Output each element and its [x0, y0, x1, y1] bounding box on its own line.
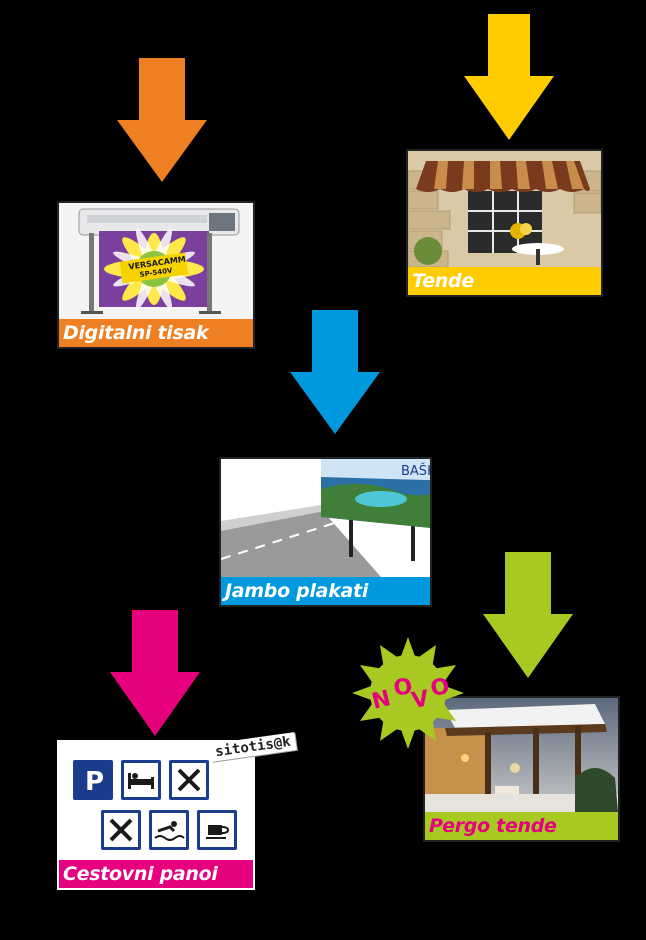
card-cestovni-panoi[interactable]: P Cestovni panoi — [57, 740, 255, 890]
sign-bed — [121, 760, 161, 800]
card-label: Tende — [408, 267, 601, 295]
green-arrow — [483, 552, 573, 678]
magenta-arrow — [110, 610, 200, 736]
billboard-image: BAŠKA — [221, 459, 430, 577]
bed-icon — [128, 773, 154, 789]
sign-coffee — [197, 810, 237, 850]
svg-text:P: P — [85, 767, 104, 797]
novo-letter-1: N — [369, 686, 393, 715]
card-jambo-plakati[interactable]: BAŠKA Jambo plakati — [219, 457, 432, 607]
sign-parking: P — [73, 760, 113, 800]
billboard-text: BAŠKA — [401, 463, 430, 479]
coffee-icon — [206, 825, 230, 839]
novo-letter-2: O — [392, 674, 415, 702]
novo-letter-3: V — [410, 686, 431, 714]
orange-arrow — [117, 58, 207, 182]
restaurant-icon — [109, 818, 133, 842]
card-label: Digitalni tisak — [59, 319, 253, 347]
yellow-arrow — [464, 14, 554, 140]
card-pergo-tende[interactable]: Pergo tende — [423, 696, 620, 842]
card-label: Cestovni panoi — [59, 860, 253, 888]
sign-restaurant — [169, 760, 209, 800]
card-label: Pergo tende — [425, 812, 618, 840]
novo-badge: N O V O — [352, 637, 464, 749]
novo-letter-4: O — [429, 674, 452, 702]
printer-image: VERSACAMM SP-540V — [59, 203, 253, 321]
blue-arrow — [290, 310, 380, 434]
card-tende[interactable]: Tende — [406, 149, 603, 297]
swimming-icon — [154, 821, 185, 841]
pergola-image — [425, 698, 618, 812]
restaurant-icon — [177, 768, 201, 792]
sign-swimming — [149, 810, 189, 850]
card-label: Jambo plakati — [221, 577, 430, 605]
sign-restaurant-2 — [101, 810, 141, 850]
awning-image — [408, 151, 601, 267]
parking-icon: P — [85, 767, 104, 797]
card-digitalni-tisak[interactable]: VERSACAMM SP-540V Digitalni tisak — [57, 201, 255, 349]
